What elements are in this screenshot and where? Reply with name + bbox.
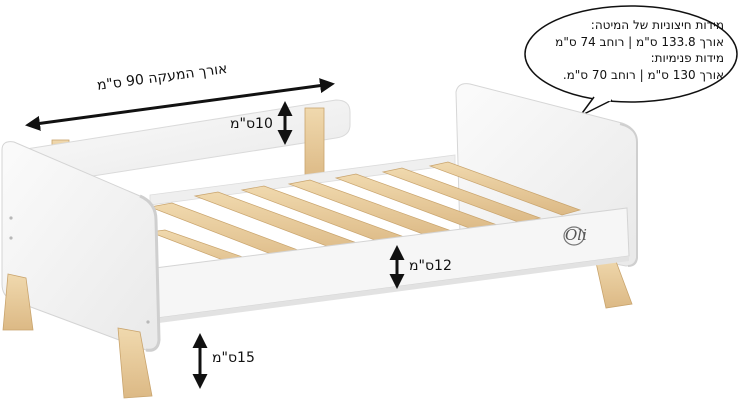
leg-front-right: [117, 327, 153, 399]
side-height-label: 12ס"מ: [409, 258, 452, 274]
callout-line-2: אורך 133.8 ס"מ | רוחב 74 ס"מ: [555, 34, 724, 49]
brand-logo-mark: [563, 226, 585, 246]
callout-line-1: מידות חיצוניות של המיטה:: [590, 18, 724, 32]
callout-line-4: אורך 130 ס"מ | רוחב 70 ס"מ.: [562, 67, 724, 82]
leg-front-left: [2, 273, 34, 331]
callout-bubble: [524, 5, 738, 117]
callout-line-3: מידות פנימיות:: [650, 51, 724, 65]
callout-text: מידות חיצוניות של המיטה: אורך 133.8 ס"מ …: [528, 17, 724, 83]
rail-height-label: 10ס"מ: [230, 116, 273, 132]
brand-logo-text: Oli: [565, 226, 587, 244]
footboard: [1, 141, 161, 352]
back-post-right: [304, 107, 325, 181]
leg-height-label: 15ס"מ: [212, 350, 255, 366]
length-arrow: [25, 78, 335, 131]
